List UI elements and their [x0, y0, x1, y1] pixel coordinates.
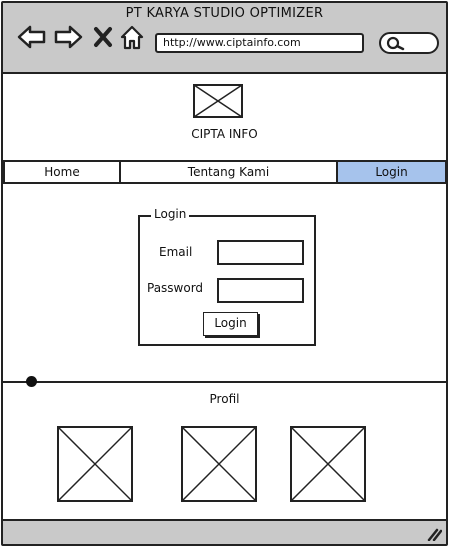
search-icon: [386, 36, 405, 51]
logo-image-placeholder: [193, 84, 243, 118]
close-x-icon[interactable]: [93, 25, 113, 49]
password-label: Password: [147, 281, 204, 295]
window-title: PT KARYA STUDIO OPTIMIZER: [125, 6, 324, 21]
nav-item-tentang-kami[interactable]: Tentang Kami: [121, 162, 338, 182]
forward-arrow-icon[interactable]: [53, 25, 83, 49]
login-form-legend: Login: [151, 207, 190, 221]
main-nav: Home Tentang Kami Login: [3, 160, 447, 184]
brand-name: CIPTA INFO: [191, 127, 258, 141]
section-divider: [3, 381, 446, 383]
nav-item-home[interactable]: Home: [5, 162, 121, 182]
status-bar: [3, 519, 446, 544]
slider-handle[interactable]: [26, 376, 37, 387]
search-box[interactable]: [379, 32, 439, 54]
address-bar[interactable]: http://www.ciptainfo.com: [155, 33, 364, 53]
home-icon[interactable]: [120, 25, 144, 51]
login-submit-button[interactable]: Login: [203, 312, 258, 336]
email-label: Email: [159, 245, 193, 259]
login-form: [138, 215, 316, 346]
profil-image-placeholder: [290, 426, 366, 502]
browser-toolbar: PT KARYA STUDIO OPTIMIZER http://www.cip…: [3, 3, 446, 74]
profil-image-placeholder: [57, 426, 133, 502]
email-field[interactable]: [217, 240, 304, 265]
profil-title: Profil: [209, 392, 240, 406]
back-arrow-icon[interactable]: [17, 25, 47, 49]
profil-image-placeholder: [181, 426, 257, 502]
nav-item-login[interactable]: Login: [338, 162, 445, 182]
resize-grip-icon[interactable]: [426, 527, 442, 541]
password-field[interactable]: [217, 278, 304, 303]
